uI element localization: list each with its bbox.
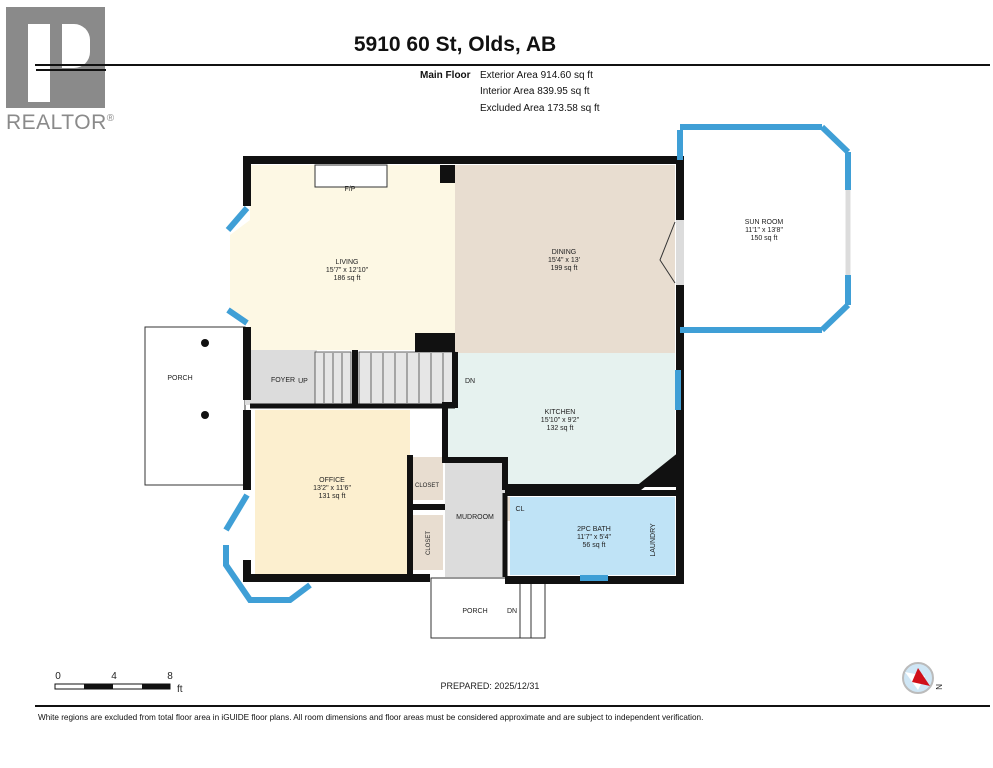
fireplace [314, 164, 388, 188]
page-title: 5910 60 St, Olds, AB [353, 33, 557, 56]
svg-text:LIVING: LIVING [336, 259, 359, 266]
porch-bottom-label: PORCH [462, 608, 487, 615]
realtor-logo: REALTOR® [6, 7, 114, 137]
prepared-date: PREPARED: 2025/12/31 [441, 681, 540, 691]
svg-text:199 sq ft: 199 sq ft [551, 265, 578, 272]
porch-left [144, 326, 246, 486]
post [201, 339, 209, 347]
interior-area: Interior Area 839.95 sq ft [480, 86, 590, 97]
column [415, 333, 455, 352]
room-closet-2 [410, 515, 443, 570]
svg-text:150 sq ft: 150 sq ft [751, 235, 778, 242]
svg-text:4: 4 [111, 671, 117, 682]
room-bath [510, 497, 675, 575]
svg-text:OFFICE: OFFICE [319, 477, 345, 484]
svg-text:186 sq ft: 186 sq ft [334, 275, 361, 282]
porch-bottom [430, 577, 546, 639]
door-swing [659, 221, 676, 284]
disclaimer: White regions are excluded from total fl… [38, 713, 704, 722]
svg-text:KITCHEN: KITCHEN [545, 409, 576, 416]
stair-treads [323, 353, 444, 403]
scale-bar: 0 4 8 ft [54, 671, 183, 695]
dn-label: DN [465, 378, 475, 385]
excluded-area: Excluded Area 173.58 sq ft [480, 103, 600, 114]
svg-text:ft: ft [177, 684, 183, 695]
svg-text:8: 8 [167, 671, 173, 682]
title-divider [35, 64, 990, 66]
realtor-logo-text: REALTOR® [6, 111, 115, 134]
room-living [230, 165, 455, 350]
svg-text:2PC BATH: 2PC BATH [577, 526, 611, 533]
closet-label: CLOSET [426, 531, 432, 555]
svg-text:56 sq ft: 56 sq ft [583, 542, 606, 549]
porch-left-label: PORCH [167, 375, 192, 382]
room-office [255, 410, 410, 575]
svg-text:0: 0 [55, 671, 61, 682]
compass-icon: N [902, 662, 943, 694]
room-mudroom [445, 460, 505, 577]
svg-text:131 sq ft: 131 sq ft [319, 493, 346, 500]
svg-text:DINING: DINING [552, 249, 577, 256]
svg-text:11'7" x 5'4": 11'7" x 5'4" [577, 534, 611, 541]
svg-text:SUN ROOM: SUN ROOM [745, 219, 784, 226]
svg-text:11'1" x 13'8": 11'1" x 13'8" [745, 227, 783, 234]
svg-text:15'4" x 13': 15'4" x 13' [548, 257, 580, 264]
room-sunroom [680, 127, 848, 330]
kitchen-corner [640, 455, 676, 487]
laundry-label: LAUNDRY [650, 523, 657, 557]
windows [223, 124, 851, 603]
porch-dn-label: DN [507, 608, 517, 615]
svg-text:13'2" x 11'6": 13'2" x 11'6" [313, 485, 351, 492]
svg-text:15'7" x 12'10": 15'7" x 12'10" [326, 267, 369, 274]
floor-name: Main Floor [420, 70, 471, 81]
column [440, 165, 455, 183]
exterior-area: Exterior Area 914.60 sq ft [480, 70, 593, 81]
fireplace-label: F/P [345, 186, 356, 193]
svg-text:N: N [934, 684, 943, 690]
room-closet-1 [410, 457, 443, 500]
closet-label: CLOSET [415, 483, 439, 489]
mudroom-label: MUDROOM [456, 514, 494, 521]
footer-divider [35, 705, 990, 707]
post [201, 411, 209, 419]
foyer-label: FOYER [271, 377, 295, 384]
up-label: UP [298, 378, 308, 385]
svg-text:15'10" x 9'2": 15'10" x 9'2" [541, 417, 580, 424]
svg-text:132 sq ft: 132 sq ft [547, 425, 574, 432]
cl-label: CL [516, 506, 525, 513]
room-dining [455, 165, 675, 353]
doorway [676, 220, 684, 285]
room-kitchen [445, 353, 675, 487]
room-foyer [245, 350, 317, 405]
